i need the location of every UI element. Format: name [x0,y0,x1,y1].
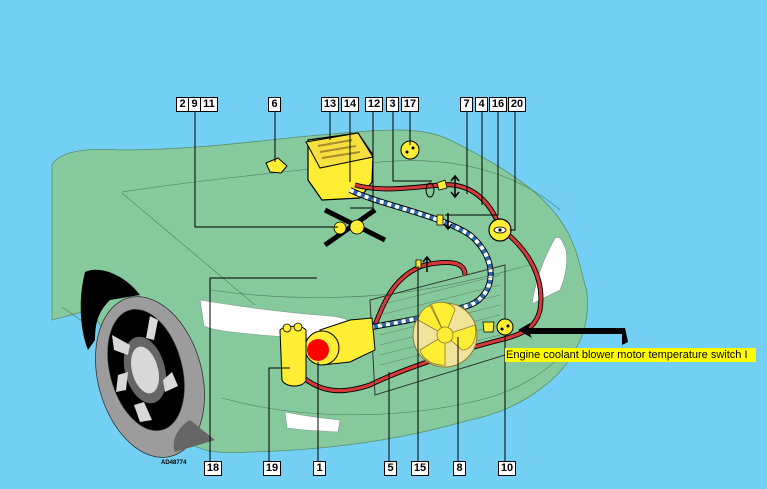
receiver-drier-cap-2 [293,322,303,332]
mudflap [173,420,215,452]
valve-loop [425,182,435,198]
switch-17-dot-2 [411,146,415,150]
label-12: 12 [365,97,383,112]
double-arrow-icon [450,174,460,199]
sensor-6 [265,157,288,174]
wheel-arch [80,269,140,350]
bumper-line [221,349,566,416]
cooling-fan-blades [417,301,477,366]
label-5: 5 [384,461,397,476]
valve-9 [333,221,347,235]
cooling-fan-hub [436,326,454,344]
switch-10 [496,318,514,336]
label-15: 15 [411,461,429,476]
grille-line [209,264,531,298]
receiver-drier-cap [282,323,292,333]
up-arrow-icon [422,255,432,272]
eye-pupil-icon [498,228,502,232]
label-3: 3 [386,97,399,112]
label-8: 8 [453,461,466,476]
label-9: 9 [188,97,201,112]
pointer-arrow-icon [518,323,628,345]
service-valve-3 [436,179,448,191]
low-pressure-line-dash [349,188,493,329]
label-16: 16 [489,97,507,112]
label-20: 20 [508,97,526,112]
label-19: 19 [263,461,281,476]
label-10: 10 [498,461,516,476]
diagram-reference-code: AD48774 [161,460,187,466]
condenser-feed-line-fill [373,260,467,326]
callout-engine-coolant-switch: Engine coolant blower motor temperature … [505,348,756,362]
compressor-clutch-marker [307,339,329,361]
sensor-near-10 [482,321,495,333]
label-7: 7 [460,97,473,112]
valve-11 [349,219,365,235]
switch-17-dot [405,150,409,154]
hood-crease [121,192,256,306]
receiver-drier [279,325,307,387]
fog-light [284,411,341,433]
label-14: 14 [341,97,359,112]
label-18: 18 [204,461,222,476]
label-13: 13 [321,97,339,112]
label-1: 1 [313,461,326,476]
hub-cap [130,346,160,394]
leader-lines [194,107,516,462]
label-11: 11 [200,97,218,112]
switch-10-dot [500,327,504,331]
switch-10-dot-2 [506,324,510,328]
label-6: 6 [268,97,281,112]
label-17: 17 [401,97,419,112]
label-4: 4 [475,97,488,112]
service-valve-15 [415,259,422,269]
service-valve-4 [436,214,444,226]
